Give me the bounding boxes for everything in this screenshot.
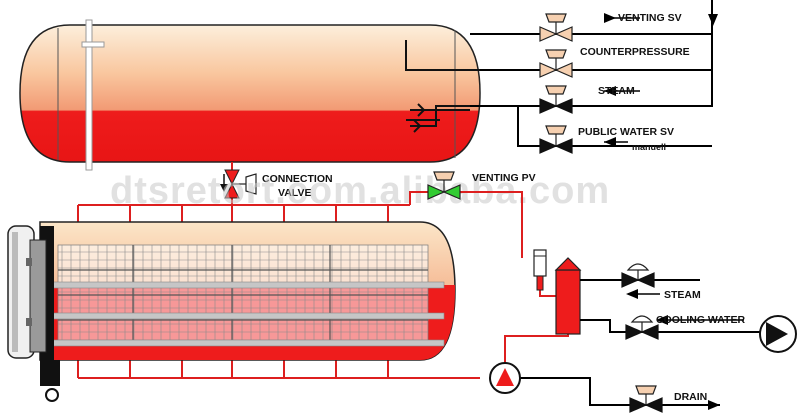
tank-internal-pipes bbox=[405, 40, 480, 127]
label-connection: CONNECTION bbox=[262, 173, 333, 185]
counterpressure-valve[interactable] bbox=[539, 49, 573, 78]
cooling-water-pump bbox=[759, 315, 797, 353]
red-piping-network bbox=[77, 191, 569, 379]
circulation-pump bbox=[489, 362, 521, 394]
label-manuell: manuell bbox=[632, 142, 666, 152]
label-counterpressure: COUNTERPRESSURE bbox=[580, 46, 690, 58]
cooling-water-valve[interactable] bbox=[625, 315, 659, 340]
tank-inlet-arrows bbox=[413, 103, 426, 133]
label-venting-sv: VENTING SV bbox=[618, 12, 682, 24]
heat-exchanger bbox=[554, 257, 582, 335]
retort-support bbox=[44, 360, 60, 402]
label-valve: VALVE bbox=[278, 187, 311, 199]
drain-valve[interactable] bbox=[629, 385, 663, 413]
retort-baskets bbox=[43, 244, 445, 347]
venting-pv-valve[interactable] bbox=[427, 171, 461, 200]
connection-valve[interactable] bbox=[220, 169, 257, 199]
label-drain: DRAIN bbox=[674, 391, 707, 403]
public-water-sv-valve[interactable] bbox=[539, 125, 573, 154]
temperature-probe bbox=[533, 249, 547, 291]
label-venting-pv: VENTING PV bbox=[472, 172, 536, 184]
retort-door bbox=[7, 225, 54, 386]
storage-tank bbox=[19, 24, 481, 163]
tank-level-gauge bbox=[81, 19, 105, 171]
steam-right-valve[interactable] bbox=[621, 263, 655, 288]
label-public-water-sv: PUBLIC WATER SV bbox=[578, 126, 674, 138]
label-steam-right: STEAM bbox=[664, 289, 701, 301]
label-steam-top: STEAM bbox=[598, 85, 635, 97]
venting-sv-valve[interactable] bbox=[539, 13, 573, 42]
steam-top-valve[interactable] bbox=[539, 85, 573, 114]
label-cooling-water: COOLING WATER bbox=[656, 314, 745, 326]
